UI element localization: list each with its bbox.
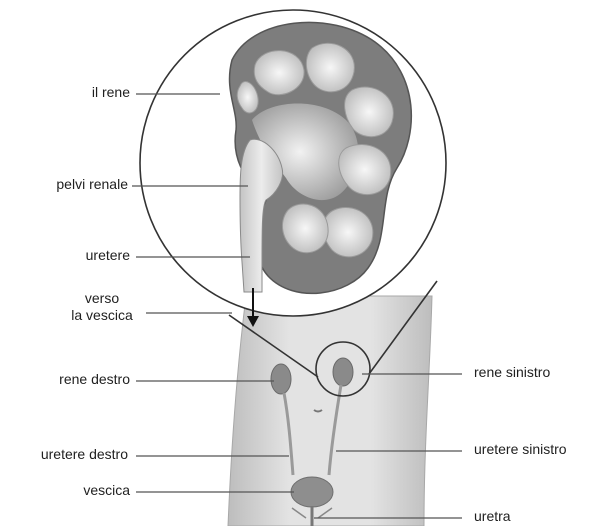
label-urethra: uretra xyxy=(474,508,511,525)
label-right-kidney: rene destro xyxy=(10,371,130,388)
label-toward-bladder-line1: verso xyxy=(62,290,142,307)
right-kidney-small xyxy=(271,364,291,394)
label-toward-bladder-line2: la vescica xyxy=(62,307,142,324)
label-right-ureter: uretere destro xyxy=(4,446,128,463)
label-renal-pelvis: pelvi renale xyxy=(10,176,128,193)
label-toward-bladder: verso la vescica xyxy=(62,290,142,324)
label-left-ureter: uretere sinistro xyxy=(474,441,567,458)
label-kidney: il rene xyxy=(20,84,130,101)
label-left-kidney: rene sinistro xyxy=(474,364,550,381)
label-ureter: uretere xyxy=(20,247,130,264)
label-bladder: vescica xyxy=(20,482,130,499)
bladder-shape xyxy=(291,477,333,507)
left-kidney-small xyxy=(333,358,353,386)
